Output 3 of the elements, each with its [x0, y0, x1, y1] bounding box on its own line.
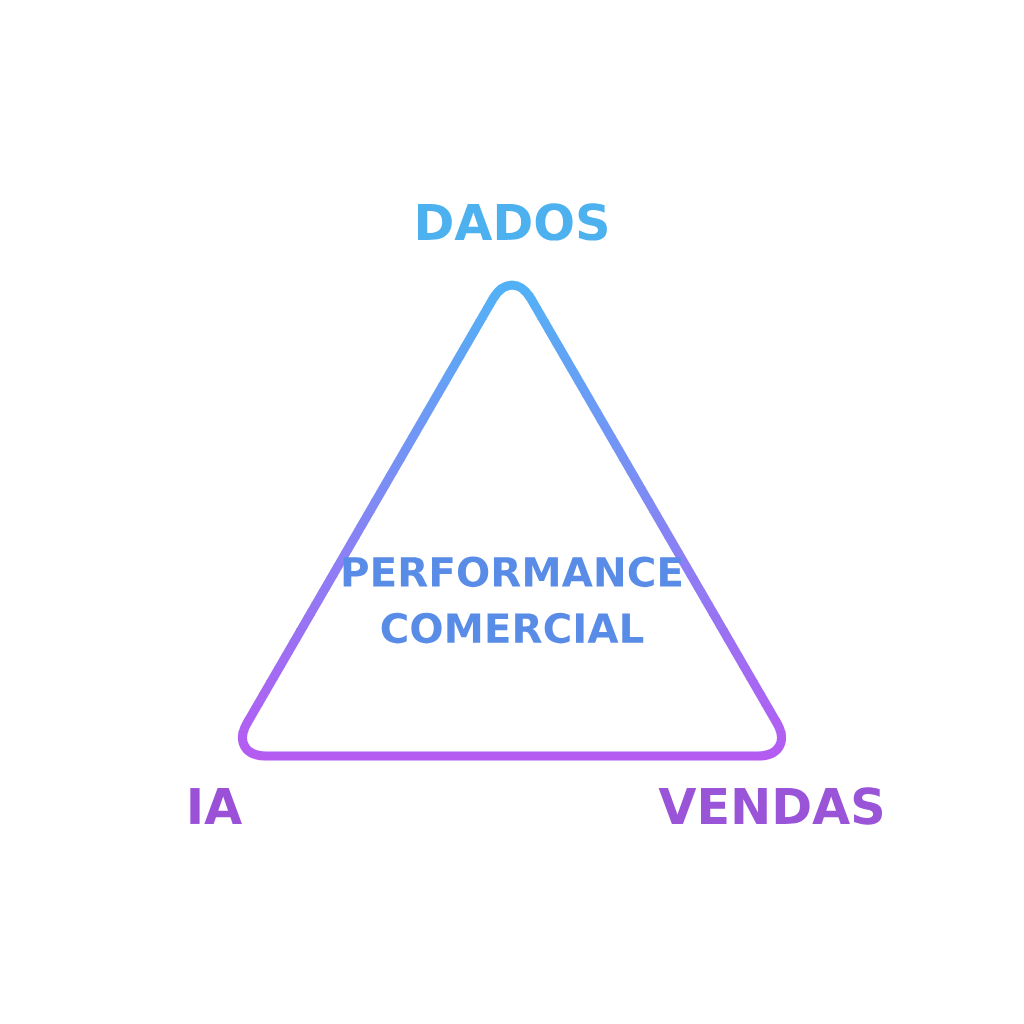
- triangle-diagram: PERFORMANCE COMERCIAL: [238, 280, 786, 761]
- corner-label: IA: [190, 788, 242, 824]
- corner-label: VENDAS: [658, 787, 883, 825]
